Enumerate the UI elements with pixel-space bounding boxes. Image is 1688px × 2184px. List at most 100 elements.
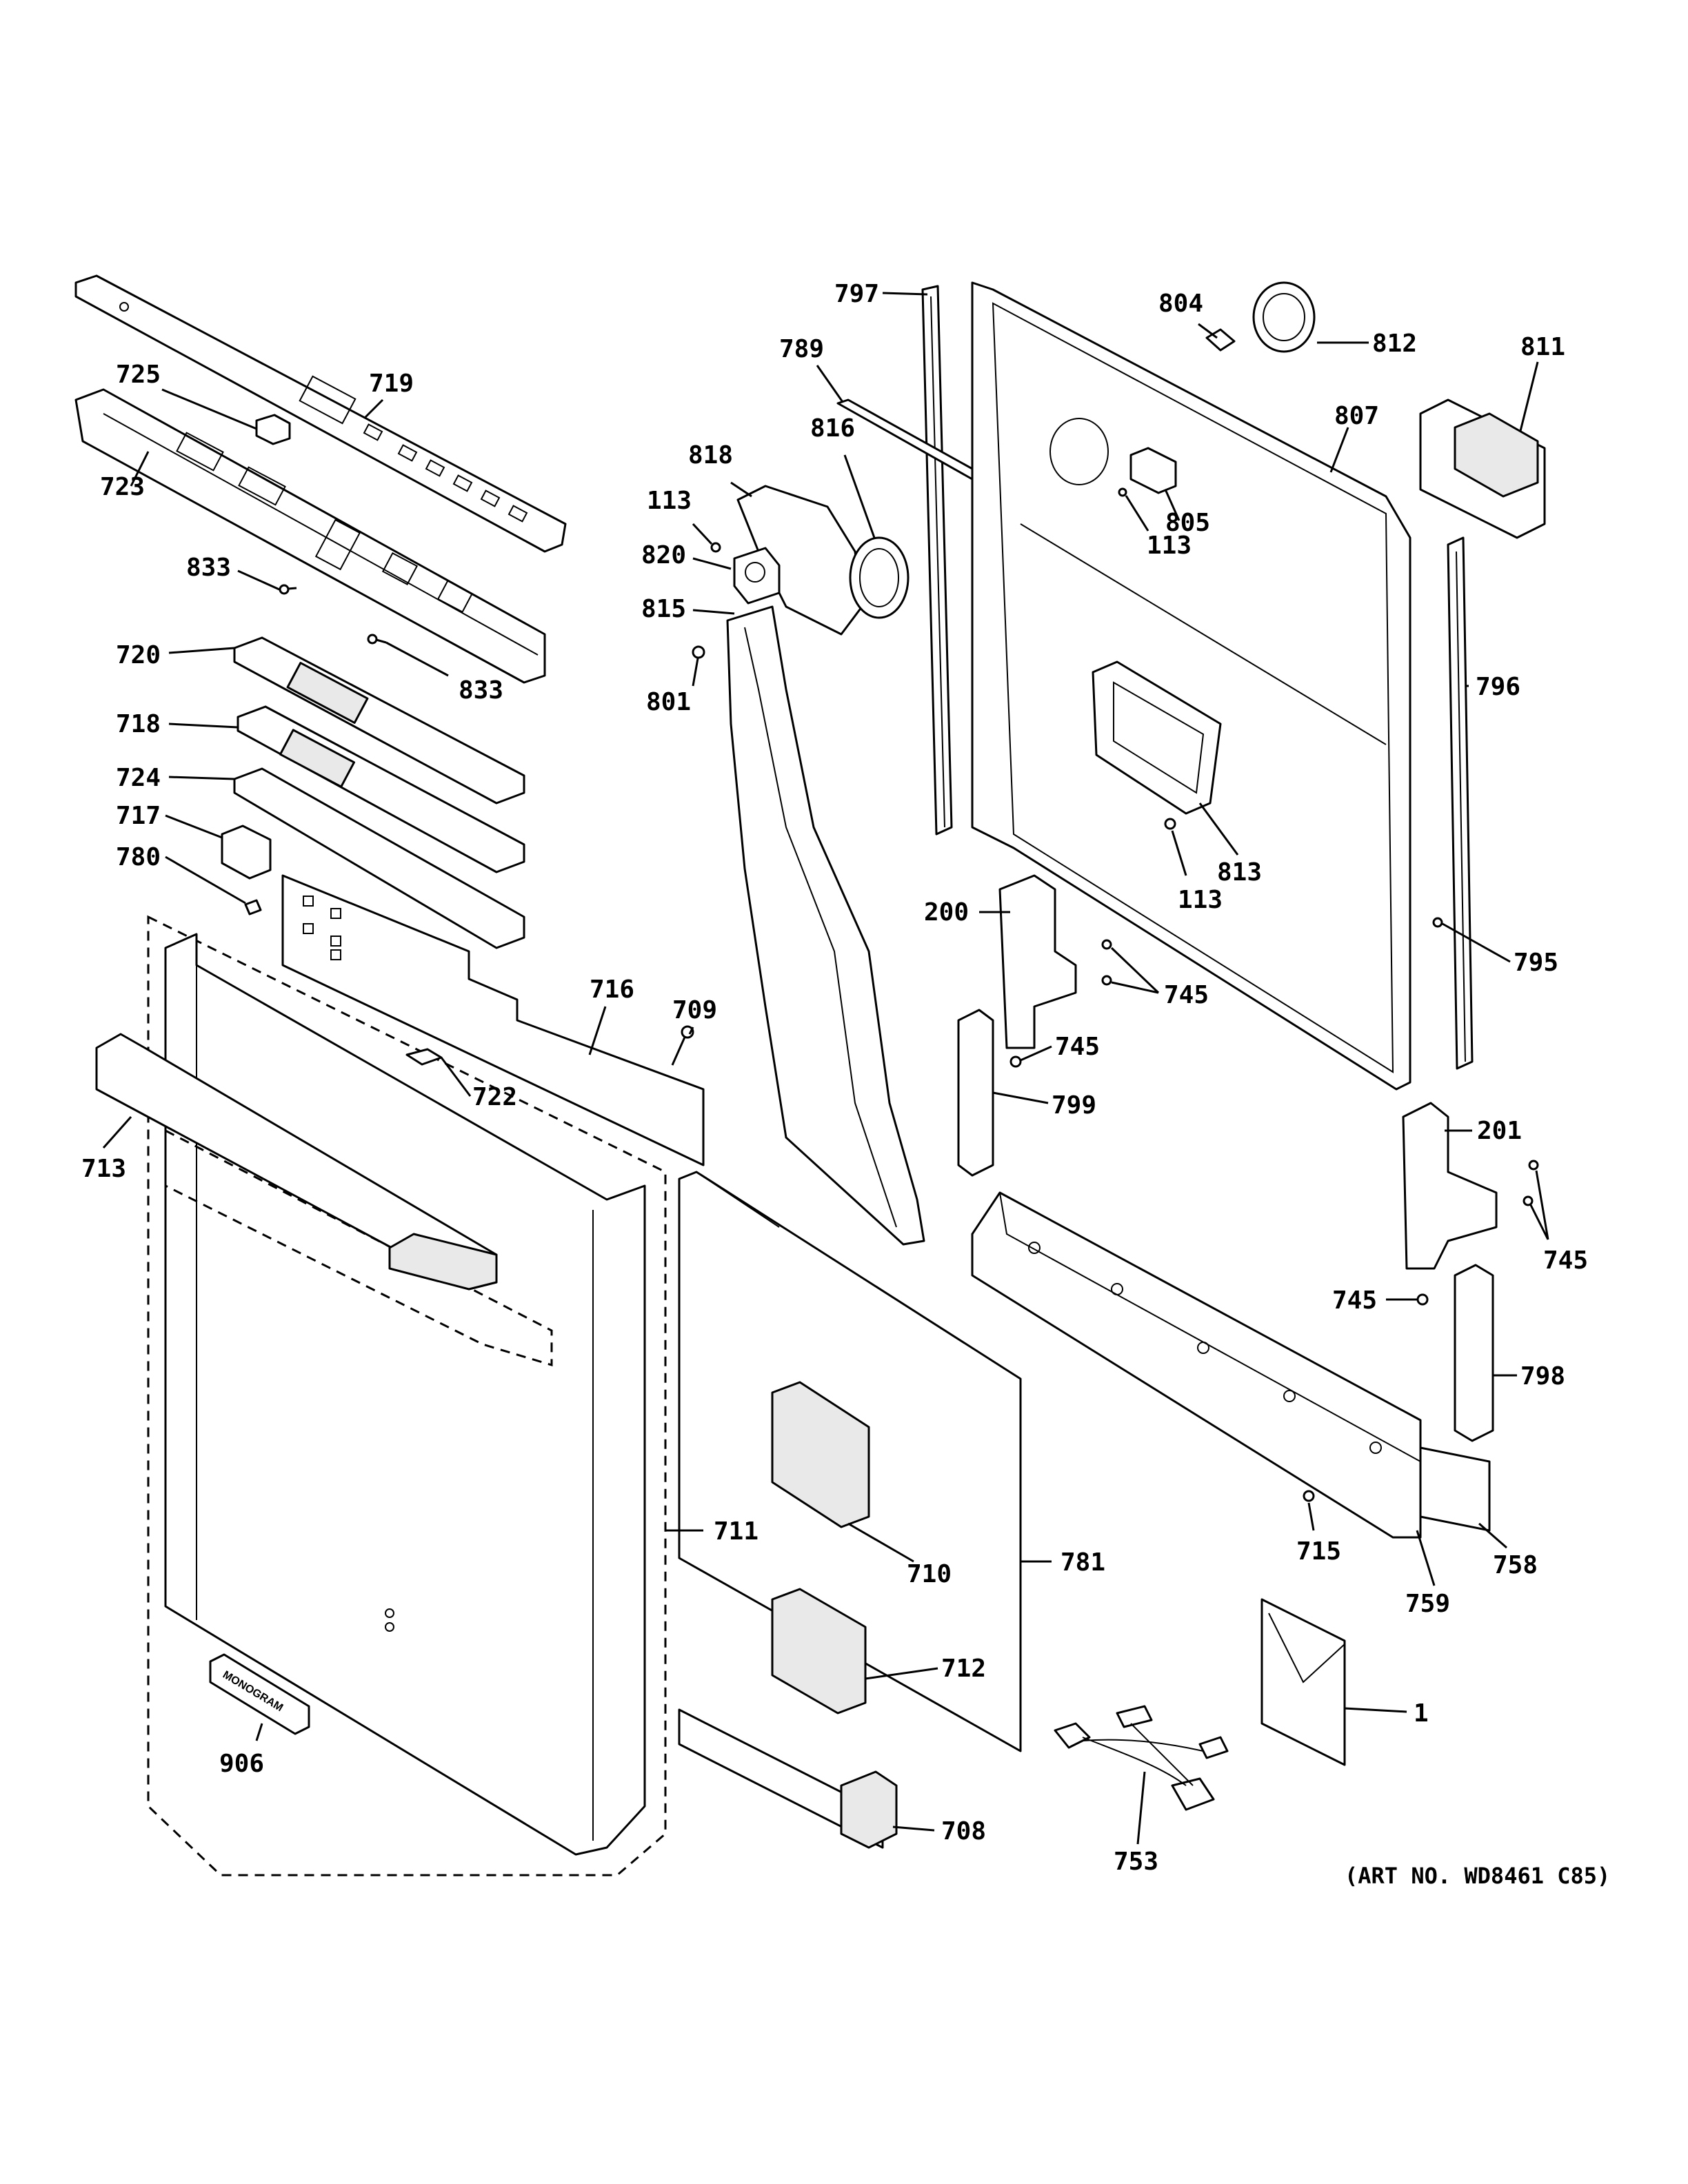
callout-724: 724 <box>116 764 161 792</box>
callout-722: 722 <box>472 1083 517 1111</box>
part-797-rail <box>921 285 953 836</box>
part-745-screw-d <box>1416 1293 1429 1306</box>
part-758-block <box>1419 1446 1491 1532</box>
part-201-hinge <box>1402 1102 1498 1270</box>
part-722-latch <box>405 1048 443 1066</box>
callout-820: 820 <box>641 541 686 569</box>
callout-710: 710 <box>907 1560 952 1588</box>
part-200-hinge <box>998 874 1077 1049</box>
callout-815: 815 <box>641 595 686 623</box>
part-719-console-panel <box>74 274 567 553</box>
callout-807: 807 <box>1334 402 1379 430</box>
callout-833: 833 <box>459 676 503 705</box>
callout-723: 723 <box>100 473 145 501</box>
callout-745: 745 <box>1332 1286 1377 1315</box>
part-710-block <box>771 1381 870 1528</box>
part-798-bracket <box>1454 1264 1494 1442</box>
callout-713: 713 <box>81 1155 126 1183</box>
callout-811: 811 <box>1520 333 1565 361</box>
callout-725: 725 <box>116 361 161 389</box>
callout-801: 801 <box>646 688 691 716</box>
callout-113: 113 <box>1178 886 1223 914</box>
callout-201: 201 <box>1477 1117 1522 1145</box>
part-759-channel <box>971 1191 1422 1539</box>
callout-759: 759 <box>1405 1590 1450 1618</box>
part-720-control-board <box>233 636 525 805</box>
callout-719: 719 <box>369 370 414 398</box>
callout-709: 709 <box>672 996 717 1024</box>
callout-113: 113 <box>1147 532 1192 560</box>
callout-200: 200 <box>924 898 969 927</box>
callout-745: 745 <box>1543 1246 1588 1275</box>
callout-816: 816 <box>810 414 855 443</box>
callout-745: 745 <box>1164 981 1209 1009</box>
part-725-button <box>255 414 291 445</box>
part-724-housing <box>233 767 525 949</box>
part-715-screw <box>1303 1490 1315 1502</box>
callout-labels: 797 804 812 811 789 807 816 818 113 805 … <box>81 280 1588 1876</box>
part-815-duct <box>726 605 925 1246</box>
callout-718: 718 <box>116 710 161 738</box>
leader-lines <box>102 292 1549 1845</box>
part-716-bracket <box>281 874 705 1166</box>
part-753-wire-harness <box>1054 1705 1229 1811</box>
callout-715: 715 <box>1296 1537 1341 1566</box>
callout-799: 799 <box>1052 1091 1096 1120</box>
part-816-gasket-ring <box>849 536 910 619</box>
part-833-screw-a <box>279 584 297 595</box>
callout-745: 745 <box>1055 1033 1100 1061</box>
callout-753: 753 <box>1114 1848 1158 1876</box>
part-717-module <box>221 825 272 880</box>
part-113-screw-a <box>710 542 721 553</box>
callout-780: 780 <box>116 843 161 871</box>
part-820-fan <box>733 547 781 605</box>
callout-113: 113 <box>647 487 692 515</box>
callout-717: 717 <box>116 802 161 830</box>
part-833-screw-b <box>367 634 387 645</box>
part-801-screw <box>692 645 705 659</box>
part-709-screw <box>671 1025 694 1066</box>
callout-1: 1 <box>1414 1699 1429 1728</box>
callout-796: 796 <box>1476 673 1520 701</box>
part-807-inner-door <box>971 281 1411 1091</box>
part-113-screw-b <box>1118 487 1127 497</box>
callout-797: 797 <box>834 280 879 308</box>
part-113-screw-c <box>1164 818 1176 830</box>
part-1-literature <box>1260 1598 1346 1766</box>
callout-805: 805 <box>1165 509 1210 537</box>
callout-818: 818 <box>688 441 733 469</box>
callout-720: 720 <box>116 641 161 669</box>
callout-789: 789 <box>779 335 824 363</box>
part-780-clip <box>244 899 262 916</box>
part-712-block <box>771 1588 867 1715</box>
part-795-screw <box>1432 917 1443 928</box>
callout-795: 795 <box>1514 949 1558 977</box>
callout-798: 798 <box>1520 1362 1565 1391</box>
part-708-hinge-strap <box>678 1708 898 1849</box>
handle-dashed-region <box>164 1129 553 1367</box>
art-number: (ART NO. WD8461 C85) <box>1345 1863 1610 1889</box>
callout-781: 781 <box>1061 1548 1105 1577</box>
part-745-screw-a <box>1101 939 1112 986</box>
callout-716: 716 <box>590 975 634 1004</box>
part-813-vent <box>1092 660 1222 815</box>
part-718-ui-board <box>237 705 525 873</box>
callout-711: 711 <box>714 1517 758 1546</box>
part-805-bracket <box>1129 447 1177 494</box>
part-811-dispenser <box>1419 398 1546 539</box>
callout-712: 712 <box>941 1655 986 1683</box>
callout-758: 758 <box>1493 1551 1538 1579</box>
callout-804: 804 <box>1158 290 1203 318</box>
callout-812: 812 <box>1372 330 1417 358</box>
callout-813: 813 <box>1217 858 1262 887</box>
part-723-console-frame <box>74 388 546 684</box>
part-745-screw-b <box>1009 1055 1022 1068</box>
callout-906: 906 <box>219 1750 264 1778</box>
part-745-screw-c <box>1523 1160 1539 1206</box>
part-713-handle <box>95 1033 498 1291</box>
callout-833: 833 <box>186 554 231 582</box>
part-812-vent-cap <box>1252 281 1316 353</box>
part-799-bracket <box>957 1009 994 1177</box>
part-796-rail <box>1447 536 1474 1070</box>
